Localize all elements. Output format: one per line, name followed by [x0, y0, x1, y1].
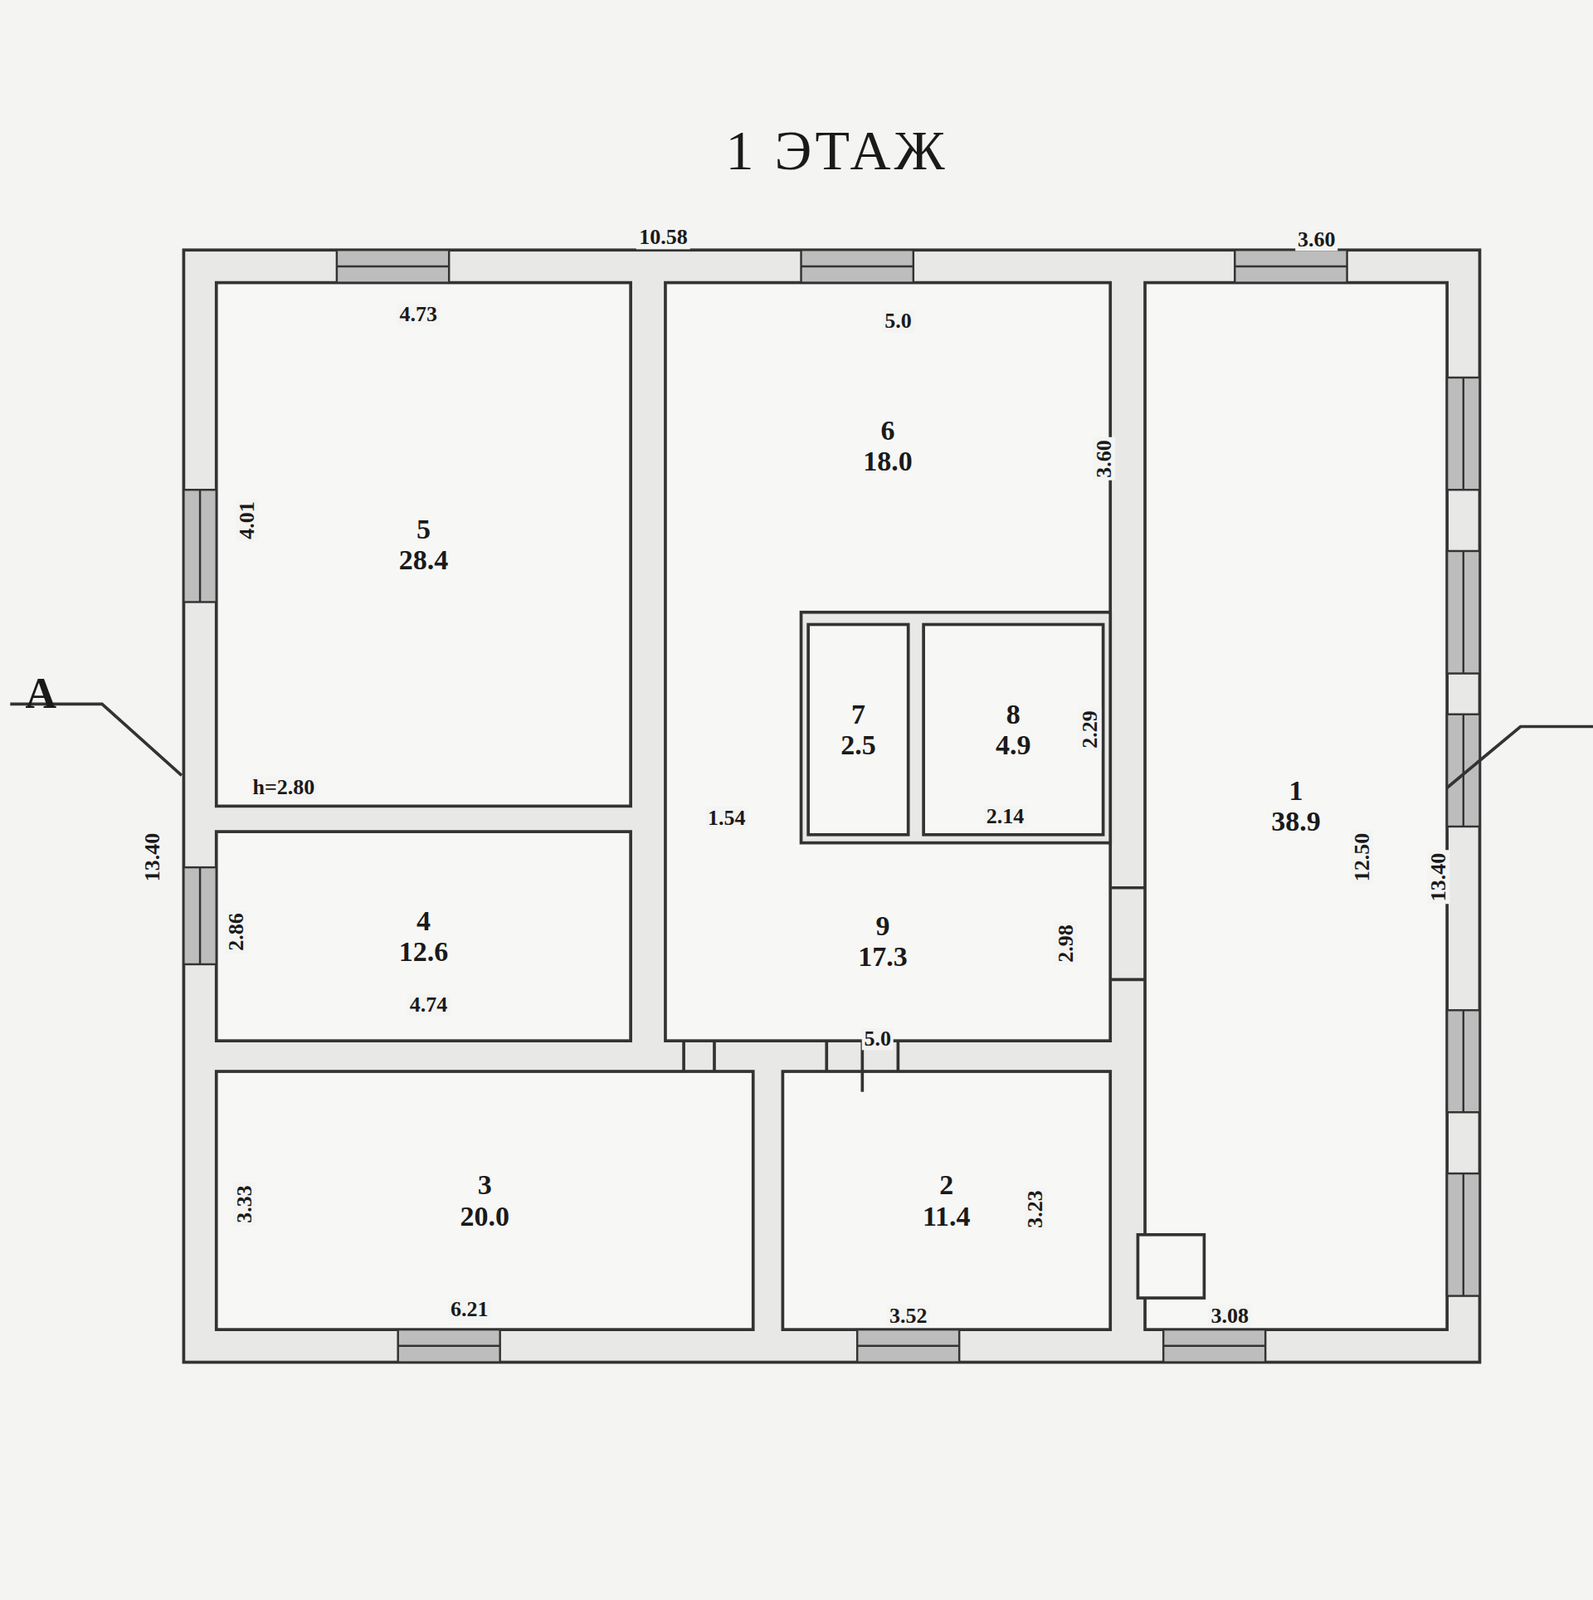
dimension-label: 3.60 [1295, 228, 1339, 251]
room-area: 917.3 [714, 847, 1052, 1036]
dimension-label: 3.23 [1024, 1187, 1048, 1231]
dimension-label: 2.14 [984, 804, 1028, 828]
room-area-value: 4.9 [995, 729, 1032, 760]
room-area: 84.9 [923, 624, 1103, 835]
dimension-label: 13.40 [1427, 850, 1451, 905]
room-number: 6 [881, 414, 896, 446]
room-number: 9 [875, 910, 890, 941]
room-area-value: 12.6 [399, 935, 449, 967]
room-area: 72.5 [808, 624, 909, 835]
room-area-value: 17.3 [857, 940, 908, 972]
room-number: 2 [939, 1169, 954, 1200]
room-area-value: 18.0 [862, 445, 913, 477]
dimension-label: 4.74 [407, 993, 451, 1016]
dimension-label: 3.60 [1092, 438, 1116, 482]
room-area-value: 11.4 [922, 1200, 971, 1232]
room-area: 320.0 [216, 1071, 754, 1330]
dimension-label: 13.40 [141, 830, 165, 885]
dimension-label: 2.86 [225, 910, 249, 954]
dimension-label: 4.01 [235, 498, 259, 542]
room-area-value: 38.9 [1271, 805, 1321, 837]
dimension-label: 3.08 [1208, 1305, 1252, 1328]
floor-title: 1 ЭТАЖ [725, 117, 949, 184]
room-area-value: 28.4 [399, 544, 449, 575]
section-mark: A [22, 671, 59, 717]
room-area-value: 20.0 [459, 1200, 510, 1232]
dimension-label: 2.98 [1055, 922, 1078, 966]
room-number: 1 [1289, 774, 1304, 806]
dimension-label: 4.73 [397, 302, 441, 326]
room-area: 138.9 [1144, 282, 1447, 1330]
room-area: 211.4 [782, 1071, 1111, 1330]
dimension-label: 10.58 [636, 226, 691, 249]
room-number: 3 [477, 1169, 493, 1200]
dimension-label: 3.33 [233, 1182, 257, 1226]
dimension-label: 6.21 [448, 1297, 492, 1321]
dimension-label: 5.0 [881, 310, 915, 333]
dimension-label: 5.0 [862, 1027, 895, 1050]
room-number: 5 [416, 513, 431, 545]
dimension-label: 12.50 [1350, 830, 1374, 885]
room-number: 7 [851, 698, 866, 730]
room-area: 528.4 [216, 282, 631, 807]
dimension-label: 1.54 [705, 806, 749, 829]
room-area-value: 2.5 [840, 729, 877, 760]
room-number: 4 [416, 905, 431, 936]
room-number: 8 [1006, 698, 1021, 730]
dimension-label: 3.52 [886, 1305, 931, 1328]
dimension-label: 2.29 [1078, 707, 1101, 751]
dimension-label: h=2.80 [250, 776, 318, 799]
